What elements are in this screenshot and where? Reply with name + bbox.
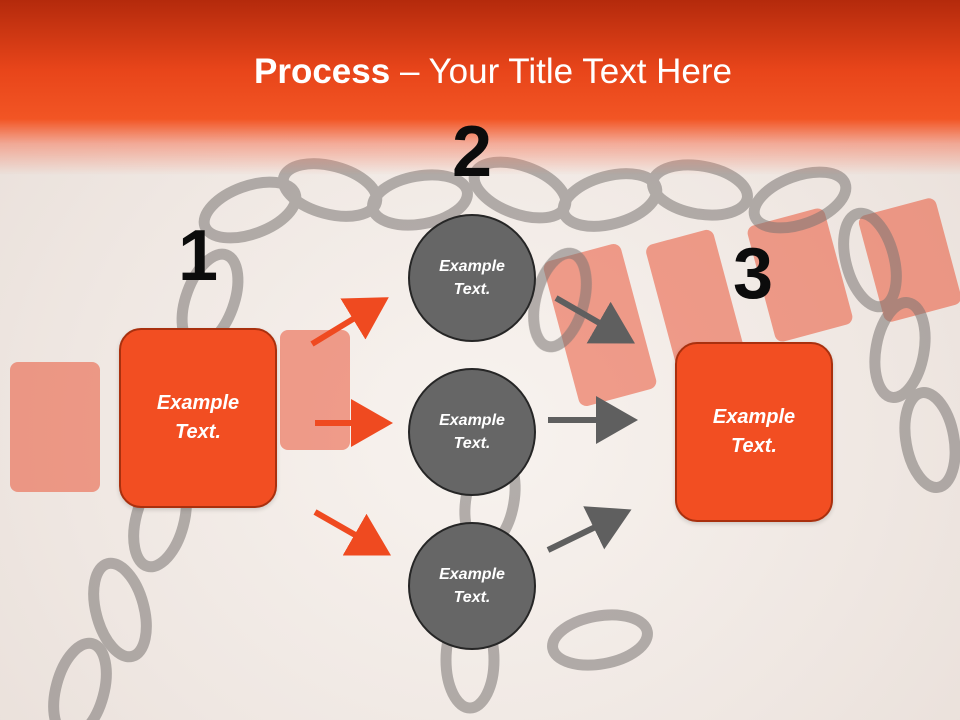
node-3-text-line2: Text. (453, 589, 491, 606)
title-rest: Your Title Text Here (428, 52, 733, 91)
step-3-text-line2: Text. (731, 435, 777, 457)
node-1-text-line1: Example (439, 258, 505, 275)
arrow-to-node-3 (313, 509, 392, 556)
step-3-text-line1: Example (712, 406, 796, 428)
node-2-text-line2: Text. (453, 435, 491, 452)
title-separator: – (390, 52, 429, 91)
step-1-text-line2: Text. (175, 421, 221, 443)
arrow-to-node-1 (310, 297, 389, 347)
arrow-from-node-1 (554, 295, 635, 344)
arrow-from-node-3 (546, 506, 632, 553)
step-1-text-line1: Example (156, 392, 240, 414)
slide-title: Process – Your Title Text Here (0, 52, 960, 92)
node-3-text-line1: Example (439, 566, 505, 583)
node-1-text-line2: Text. (453, 281, 491, 298)
step-number-2: 2 (451, 112, 493, 192)
node-2-text-line1: Example (439, 412, 505, 429)
title-bar (0, 0, 960, 175)
letter-block (10, 362, 100, 492)
step-number-1: 1 (177, 216, 219, 296)
title-bold: Process (254, 52, 391, 91)
letter-block (747, 208, 853, 342)
step-number-3: 3 (732, 234, 774, 314)
letter-block (646, 229, 744, 371)
